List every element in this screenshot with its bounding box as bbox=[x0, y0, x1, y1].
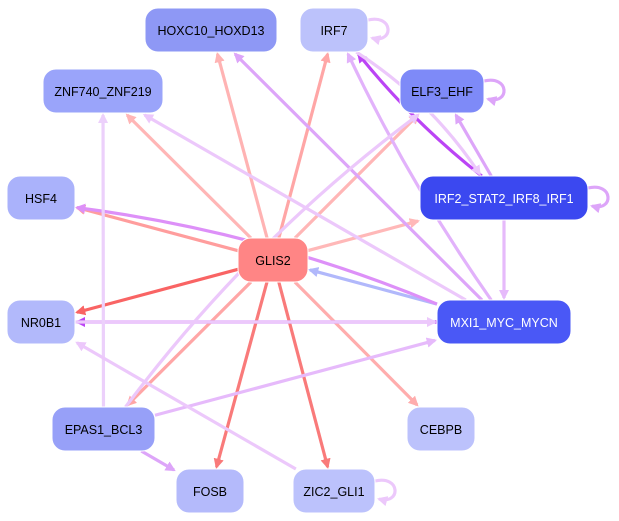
edge-glis2-to-irf7 bbox=[277, 52, 331, 239]
edge-glis2-to-cebpb bbox=[293, 280, 419, 407]
node-mxi1-myc-mycn[interactable]: MXI1_MYC_MYCN bbox=[436, 299, 572, 345]
node-nr0b1[interactable]: NR0B1 bbox=[6, 299, 76, 345]
node-label: CEBPB bbox=[420, 423, 462, 437]
node-irf2-stat2-irf8-irf1[interactable]: IRF2_STAT2_IRF8_IRF1 bbox=[419, 175, 589, 221]
node-box bbox=[292, 468, 376, 514]
node-label: IRF7 bbox=[320, 24, 347, 38]
edge-mxi1-myc-mycn-to-hoxc10-hoxd13 bbox=[233, 52, 484, 302]
edge-elf3-ehf-to-elf3-ehf bbox=[483, 78, 506, 107]
edges-layer bbox=[74, 17, 610, 507]
node-label: NR0B1 bbox=[21, 316, 61, 330]
edge-zic2-gli1-to-zic2-gli1 bbox=[374, 478, 397, 507]
node-box bbox=[399, 68, 485, 114]
node-znf740-znf219[interactable]: ZNF740_ZNF219 bbox=[42, 68, 164, 114]
edge-glis2-to-hsf4 bbox=[75, 204, 239, 253]
node-elf3-ehf[interactable]: ELF3_EHF bbox=[399, 68, 485, 114]
node-box bbox=[237, 237, 309, 283]
edge-epas1-bcl3-to-fosb bbox=[140, 449, 176, 472]
edge-glis2-to-nr0b1 bbox=[75, 267, 239, 316]
edge-zic2-gli1-to-nr0b1 bbox=[75, 341, 297, 471]
node-box bbox=[419, 175, 589, 221]
edge-irf7-to-irf7 bbox=[367, 17, 390, 46]
edge-glis2-to-fosb bbox=[213, 281, 269, 469]
node-label: EPAS1_BCL3 bbox=[65, 423, 143, 437]
edge-irf2-stat2-irf8-irf1-to-irf2-stat2-irf8-irf1 bbox=[587, 185, 610, 214]
node-zic2-gli1[interactable]: ZIC2_GLI1 bbox=[292, 468, 376, 514]
node-irf7[interactable]: IRF7 bbox=[299, 7, 369, 53]
edge-irf2-stat2-irf8-irf1-to-elf3-ehf bbox=[454, 113, 493, 177]
node-box bbox=[144, 7, 278, 53]
node-fosb[interactable]: FOSB bbox=[175, 468, 245, 514]
node-label: ELF3_EHF bbox=[411, 85, 473, 99]
edge-mxi1-myc-mycn-to-irf7 bbox=[346, 52, 493, 301]
edge-glis2-to-epas1-bcl3 bbox=[126, 280, 253, 407]
node-label: ZNF740_ZNF219 bbox=[54, 85, 151, 99]
node-box bbox=[6, 175, 76, 221]
node-label: HOXC10_HOXD13 bbox=[158, 24, 265, 38]
edge-glis2-to-znf740-znf219 bbox=[125, 113, 252, 240]
node-box bbox=[42, 68, 164, 114]
node-label: IRF2_STAT2_IRF8_IRF1 bbox=[434, 192, 573, 206]
node-label: GLIS2 bbox=[255, 254, 290, 268]
node-glis2[interactable]: GLIS2 bbox=[237, 237, 309, 283]
node-label: ZIC2_GLI1 bbox=[303, 485, 364, 499]
node-label: FOSB bbox=[193, 485, 227, 499]
edge-glis2-to-irf2-stat2-irf8-irf1 bbox=[307, 218, 420, 253]
node-box bbox=[51, 406, 156, 452]
node-label: HSF4 bbox=[25, 192, 57, 206]
node-box bbox=[6, 299, 76, 345]
edge-mxi1-myc-mycn-to-glis2 bbox=[308, 267, 438, 306]
edge-glis2-to-hoxc10-hoxd13 bbox=[214, 52, 269, 239]
node-box bbox=[299, 7, 369, 53]
node-hoxc10-hoxd13[interactable]: HOXC10_HOXD13 bbox=[144, 7, 278, 53]
edge-epas1-bcl3-to-mxi1-myc-mycn bbox=[154, 337, 437, 417]
node-box bbox=[406, 406, 476, 452]
nodes-layer: HOXC10_HOXD13 IRF7 ZNF740_ZNF219 ELF3_EH… bbox=[6, 7, 589, 514]
node-box bbox=[175, 468, 245, 514]
node-label: MXI1_MYC_MYCN bbox=[450, 316, 558, 330]
node-hsf4[interactable]: HSF4 bbox=[6, 175, 76, 221]
node-box bbox=[436, 299, 572, 345]
node-epas1-bcl3[interactable]: EPAS1_BCL3 bbox=[51, 406, 156, 452]
node-cebpb[interactable]: CEBPB bbox=[406, 406, 476, 452]
